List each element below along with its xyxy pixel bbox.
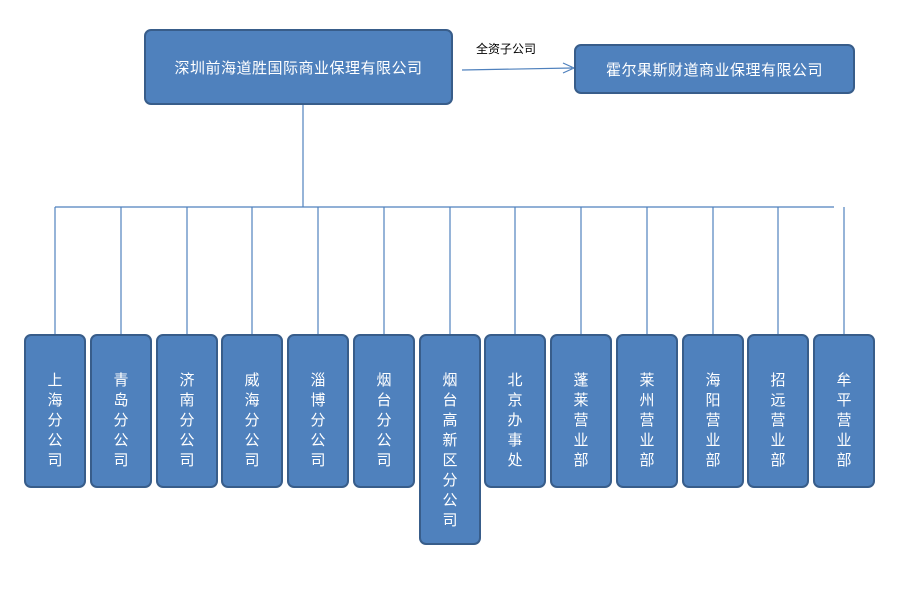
parent-company-name: 深圳前海道胜国际商业保理有限公司 xyxy=(174,58,423,77)
branch-name: 淄博分公司 xyxy=(310,371,326,469)
branch-box[interactable]: 北京办事处 xyxy=(484,334,546,488)
branch-box[interactable]: 牟平营业部 xyxy=(813,334,875,488)
parent-company-box[interactable]: 深圳前海道胜国际商业保理有限公司 xyxy=(144,29,453,105)
branch-name: 蓬莱营业部 xyxy=(573,371,589,469)
branch-box[interactable]: 烟台高新区分公司 xyxy=(419,334,481,545)
branch-name: 招远营业部 xyxy=(770,371,786,469)
branch-name: 牟平营业部 xyxy=(836,371,852,469)
drop-lines xyxy=(54,207,845,334)
branch-box[interactable]: 莱州营业部 xyxy=(616,334,678,488)
branch-name: 烟台高新区分公司 xyxy=(442,371,458,529)
branch-box[interactable]: 烟台分公司 xyxy=(353,334,415,488)
branch-name: 上海分公司 xyxy=(47,371,63,469)
branch-name: 青岛分公司 xyxy=(113,371,129,469)
branch-name: 莱州营业部 xyxy=(639,371,655,469)
branch-box[interactable]: 淄博分公司 xyxy=(287,334,349,488)
branch-box[interactable]: 济南分公司 xyxy=(156,334,218,488)
subsidiary-arrow-line xyxy=(461,67,573,71)
branch-box[interactable]: 海阳营业部 xyxy=(682,334,744,488)
subsidiary-company-name: 霍尔果斯财道商业保理有限公司 xyxy=(605,60,823,79)
branch-name: 北京办事处 xyxy=(507,371,523,469)
branch-name: 济南分公司 xyxy=(179,371,195,469)
branch-box[interactable]: 威海分公司 xyxy=(221,334,283,488)
subsidiary-company-box[interactable]: 霍尔果斯财道商业保理有限公司 xyxy=(574,44,855,94)
branch-name: 烟台分公司 xyxy=(376,371,392,469)
branch-box[interactable]: 青岛分公司 xyxy=(90,334,152,488)
branch-box[interactable]: 招远营业部 xyxy=(747,334,809,488)
branch-name: 威海分公司 xyxy=(244,371,260,469)
subsidiary-relation-label: 全资子公司 xyxy=(476,42,537,56)
branch-box[interactable]: 上海分公司 xyxy=(24,334,86,488)
branch-box[interactable]: 蓬莱营业部 xyxy=(550,334,612,488)
branch-name: 海阳营业部 xyxy=(705,371,721,469)
